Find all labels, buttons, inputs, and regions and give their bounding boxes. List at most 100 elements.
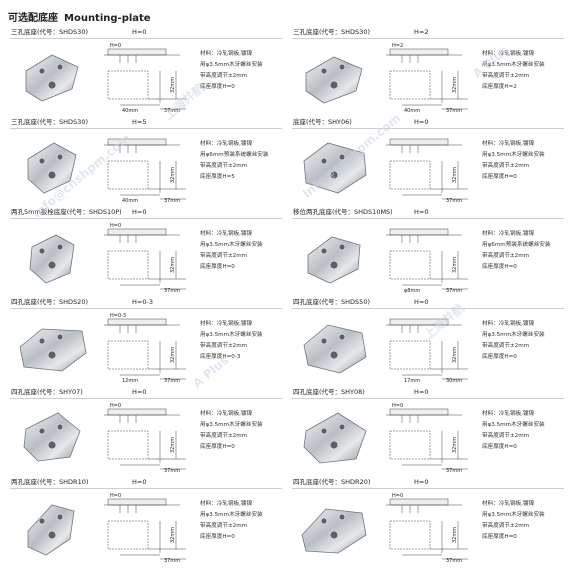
spec-adjust: 带高度调节±2mm (482, 253, 530, 259)
screw-hole (329, 350, 339, 360)
spec-adjust: 带高度调节±2mm (482, 523, 530, 529)
dim-bottom-1: φ8mm (404, 288, 420, 293)
spec-adjust: 带高度调节±2mm (482, 73, 530, 79)
dim-bottom-1: 40mm (404, 108, 420, 113)
dim-bottom-2: 37mm (446, 558, 462, 563)
plate-body (303, 324, 367, 374)
plate-height: H=2 (414, 28, 429, 36)
plate-photo (305, 56, 363, 104)
spec-adjust: 带高度调节±2mm (200, 253, 248, 259)
dim-side: 32mm (170, 167, 176, 183)
screw-hole (338, 153, 346, 161)
plate-name: 底座(代号：SHY06) (293, 118, 352, 126)
dim-bottom-2: 37mm (446, 288, 462, 293)
plate-photo (303, 142, 367, 194)
screw-hole (47, 80, 57, 90)
dim-bottom-2: 37mm (164, 108, 180, 113)
screw-hole (56, 423, 64, 431)
dim-side: 32mm (170, 347, 176, 363)
plate-body (305, 56, 363, 104)
plate-header: 两孔底座(代号：SHDR10) H=0 (10, 477, 282, 489)
plate-name: 四孔底座(代号：SHDR20) (293, 478, 371, 486)
dim-height: H=0 (392, 403, 403, 409)
technical-drawing: 32mm 17mm 30mm (386, 318, 468, 383)
plate-specs: 材料：冷轧钢板,镀镍 用φ3.5mm木牙螺丝安装 带高度调节±2mm 底座厚度H… (482, 139, 566, 183)
screw-hole (38, 427, 46, 435)
technical-drawing: H=2 32mm 40mm 37mm (386, 43, 468, 113)
plate-specs: 材料：冷轧钢板,镀镍 用φ6mm预装系统螺丝安装 带高度调节±2mm 底座厚度H… (482, 229, 566, 273)
plate-body (303, 412, 367, 464)
screw-hole (329, 530, 339, 540)
spec-screw: 用φ3.5mm木牙螺丝安装 (482, 62, 545, 68)
dim-bottom-2: 37mm (164, 378, 180, 383)
plate-photo (27, 504, 75, 556)
spec-adjust: 带高度调节±2mm (482, 163, 530, 169)
spec-thickness: 底座厚度H=0-3 (200, 354, 241, 360)
screw-hole (38, 67, 46, 75)
dim-height: H=0 (392, 493, 403, 499)
plate-body (27, 142, 77, 194)
spec-screw: 用φ6mm预装系统螺丝安装 (200, 152, 269, 158)
plate-header: 四孔底座(代号：SHDS50) H=0 (292, 297, 564, 309)
plate-height: H=0 (414, 298, 429, 306)
dim-side: 32mm (170, 437, 176, 453)
plate-height: H=5 (132, 118, 147, 126)
technical-drawing: H=0 32mm 37mm (386, 493, 468, 563)
spec-material: 材料：冷轧钢板,镀镍 (200, 51, 253, 57)
mounting-plate-card-7: 四孔底座(代号：SHDS20) H=0-3 (10, 297, 282, 385)
plate-photo (19, 328, 87, 372)
dim-height: H=0 (110, 403, 121, 409)
dim-side: 32mm (170, 527, 176, 543)
screw-hole (320, 427, 328, 435)
screw-hole (338, 423, 346, 431)
mounting-plate-grid: 三孔底座(代号：SHDS30) H=0 (10, 27, 564, 567)
plate-header: 底座(代号：SHY06) H=0 (292, 117, 564, 129)
plate-name: 三孔底座(代号：SHDS30) (11, 28, 88, 36)
dim-bottom-1: 40mm (122, 108, 138, 113)
title-cn: 可选配底座 (8, 13, 58, 24)
dim-side: 32mm (452, 257, 458, 273)
spec-screw: 用φ3.5mm木牙螺丝安装 (200, 62, 263, 68)
plate-photo (303, 412, 367, 464)
dim-height: H=0 (110, 493, 121, 499)
mounting-plate-card-11: 两孔底座(代号：SHDR10) H=0 (10, 477, 282, 565)
plate-photo (27, 142, 77, 194)
spec-material: 材料：冷轧钢板,镀镍 (482, 231, 535, 237)
plate-body (23, 412, 81, 462)
spec-adjust: 带高度调节±2mm (200, 523, 248, 529)
screw-hole (47, 530, 57, 540)
dim-side: 32mm (452, 437, 458, 453)
plate-photo (303, 324, 367, 374)
dim-bottom-1: 17mm (404, 378, 420, 383)
screw-hole (320, 247, 328, 255)
screw-hole (338, 63, 346, 71)
screw-hole (47, 170, 57, 180)
spec-screw: 用φ3.5mm木牙螺丝安装 (200, 422, 263, 428)
screw-hole (56, 153, 64, 161)
plate-header: 四孔底座(代号：SHY08) H=0 (292, 387, 564, 399)
plate-name: 四孔底座(代号：SHY08) (293, 388, 365, 396)
spec-thickness: 底座厚度H=2 (482, 84, 517, 90)
plate-body (19, 328, 87, 372)
spec-material: 材料：冷轧钢板,镀镍 (200, 321, 253, 327)
dim-bottom-2: 37mm (164, 558, 180, 563)
spec-thickness: 底座厚度H=5 (200, 174, 235, 180)
plate-name: 四孔底座(代号：SHY07) (11, 388, 83, 396)
dim-side: 32mm (170, 77, 176, 93)
dim-bottom-2: 37mm (446, 468, 462, 473)
mounting-plate-card-8: 四孔底座(代号：SHDS50) H=0 (292, 297, 564, 385)
technical-drawing: H=0-3 32mm 12mm 37mm (104, 313, 186, 383)
spec-adjust: 带高度调节±2mm (200, 73, 248, 79)
plate-body (27, 504, 75, 556)
dim-bottom-1: 12mm (122, 378, 138, 383)
plate-height: H=0 (132, 208, 147, 216)
plate-height: H=0 (132, 28, 147, 36)
mounting-plate-card-9: 四孔底座(代号：SHY07) H=0 (10, 387, 282, 475)
spec-screw: 用φ3.5mm木牙螺丝安装 (200, 512, 263, 518)
dim-side: 32mm (452, 77, 458, 93)
plate-specs: 材料：冷轧钢板,镀镍 用φ3.5mm木牙螺丝安装 带高度调节±2mm 底座厚度H… (482, 49, 566, 93)
plate-specs: 材料：冷轧钢板,镀镍 用φ3.5mm木牙螺丝安装 带高度调节±2mm 底座厚度H… (200, 229, 284, 273)
spec-adjust: 带高度调节±2mm (200, 163, 248, 169)
technical-drawing: H=0 32mm 37mm (104, 493, 186, 563)
technical-drawing: H=0 32mm 37mm (386, 403, 468, 473)
